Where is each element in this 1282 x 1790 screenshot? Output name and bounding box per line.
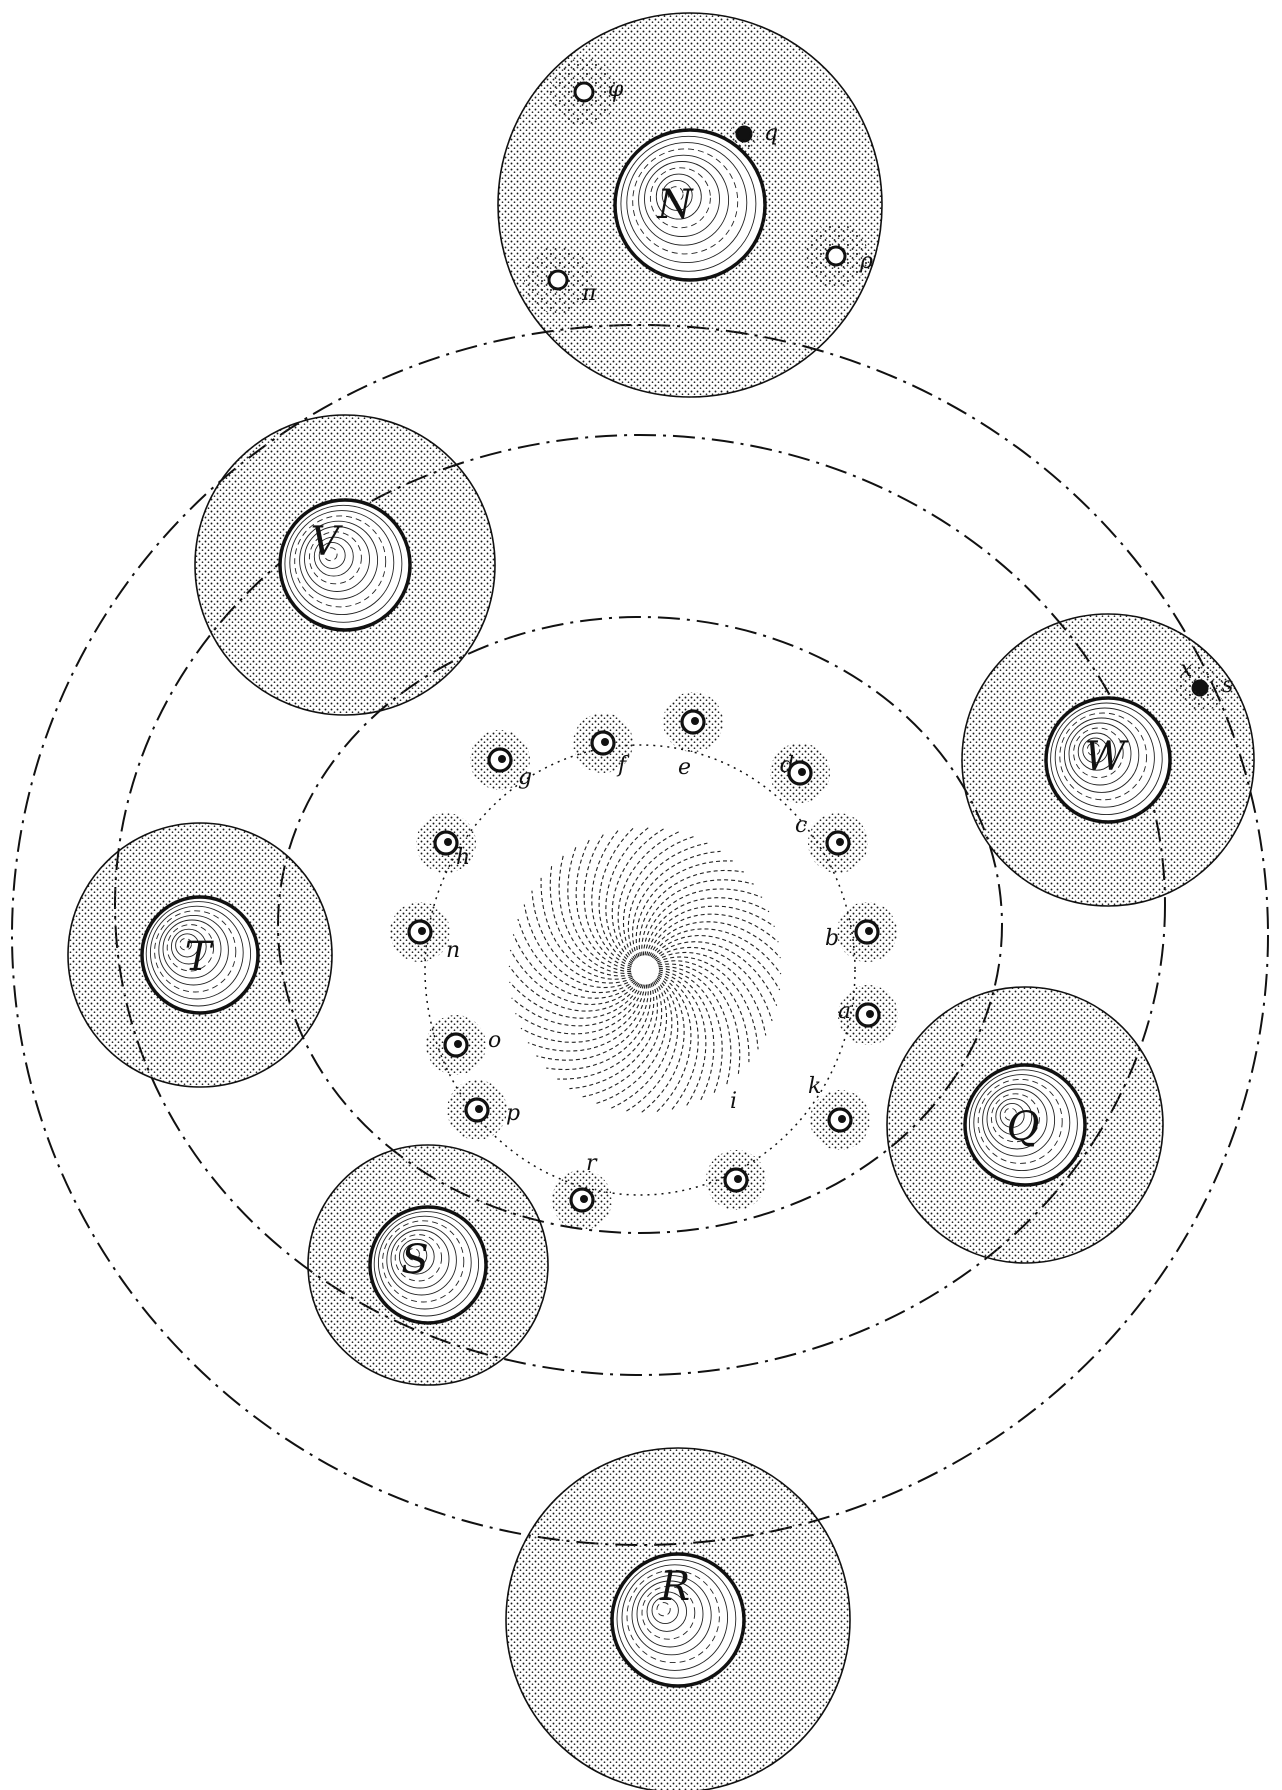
ring-label-e: e bbox=[678, 755, 691, 780]
inner-satellite bbox=[770, 743, 830, 803]
vortex-V bbox=[195, 415, 495, 715]
ring-label-a: a bbox=[838, 999, 851, 1024]
vortices bbox=[68, 13, 1254, 1790]
ring-label-o: o bbox=[488, 1028, 501, 1053]
planet-core-V bbox=[280, 500, 410, 630]
vortex-swirl-line bbox=[550, 866, 632, 976]
inner-satellite bbox=[552, 1170, 612, 1230]
vortex-label-N: N bbox=[657, 182, 695, 228]
inner-satellite bbox=[808, 813, 868, 873]
vortex-swirl-line bbox=[612, 829, 664, 963]
vortex-label-T: T bbox=[185, 934, 215, 980]
vortex-swirl-line bbox=[606, 827, 649, 963]
vortex-swirl-line bbox=[626, 978, 678, 1112]
ring-label-p: p bbox=[506, 1101, 520, 1126]
inner-satellite bbox=[663, 692, 723, 752]
vortex-swirl-line bbox=[659, 967, 731, 1085]
ring-label-n: n bbox=[446, 938, 460, 963]
vortex-label-S: S bbox=[401, 1237, 428, 1283]
vortex-labels: N W V T S R Q bbox=[185, 182, 1129, 1610]
vortex-swirl-line bbox=[651, 929, 781, 974]
satellite-vortex bbox=[804, 224, 868, 288]
vortex-swirl-line bbox=[652, 936, 779, 991]
ring-label-r: r bbox=[586, 1151, 598, 1176]
vortex-swirl-line bbox=[641, 976, 684, 1112]
inner-satellite bbox=[706, 1150, 766, 1210]
vortex-label-V: V bbox=[311, 519, 344, 565]
inner-satellite bbox=[426, 1015, 486, 1075]
satellite-label-x: x bbox=[1180, 657, 1193, 682]
vortex-swirl-line bbox=[509, 966, 639, 1011]
ring-label-c: c bbox=[795, 813, 807, 838]
vortex-swirl-line bbox=[658, 964, 740, 1074]
inner-satellite bbox=[837, 902, 897, 962]
ring-label-b: b bbox=[825, 926, 839, 951]
vortex-label-Q: Q bbox=[1007, 1104, 1040, 1150]
ring-label-d: d bbox=[780, 753, 794, 778]
ring-label-g: g bbox=[518, 765, 532, 790]
satellite-label-q: q bbox=[764, 121, 778, 146]
satellite-label-phi: φ bbox=[608, 77, 624, 102]
inner-satellite bbox=[447, 1080, 507, 1140]
ring-label-h: h bbox=[456, 845, 470, 870]
satellite-label-s: s bbox=[1222, 673, 1233, 698]
satellite-label-rho: ρ bbox=[859, 249, 873, 274]
vortex-swirl-line bbox=[510, 950, 637, 1005]
vortex-swirl-line bbox=[559, 856, 631, 974]
ring-label-k: k bbox=[808, 1074, 821, 1099]
central-vortex bbox=[509, 827, 781, 1112]
vortex-R bbox=[506, 1448, 850, 1790]
vortex-label-W: W bbox=[1084, 734, 1128, 780]
inner-satellite bbox=[810, 1090, 870, 1150]
vortex-label-R: R bbox=[659, 1564, 690, 1610]
inner-satellites bbox=[390, 692, 898, 1230]
ring-label-i: i bbox=[730, 1089, 737, 1114]
satellite-label-pi: π bbox=[581, 281, 597, 306]
inner-satellite bbox=[390, 902, 450, 962]
satellite-vortex bbox=[730, 120, 758, 148]
